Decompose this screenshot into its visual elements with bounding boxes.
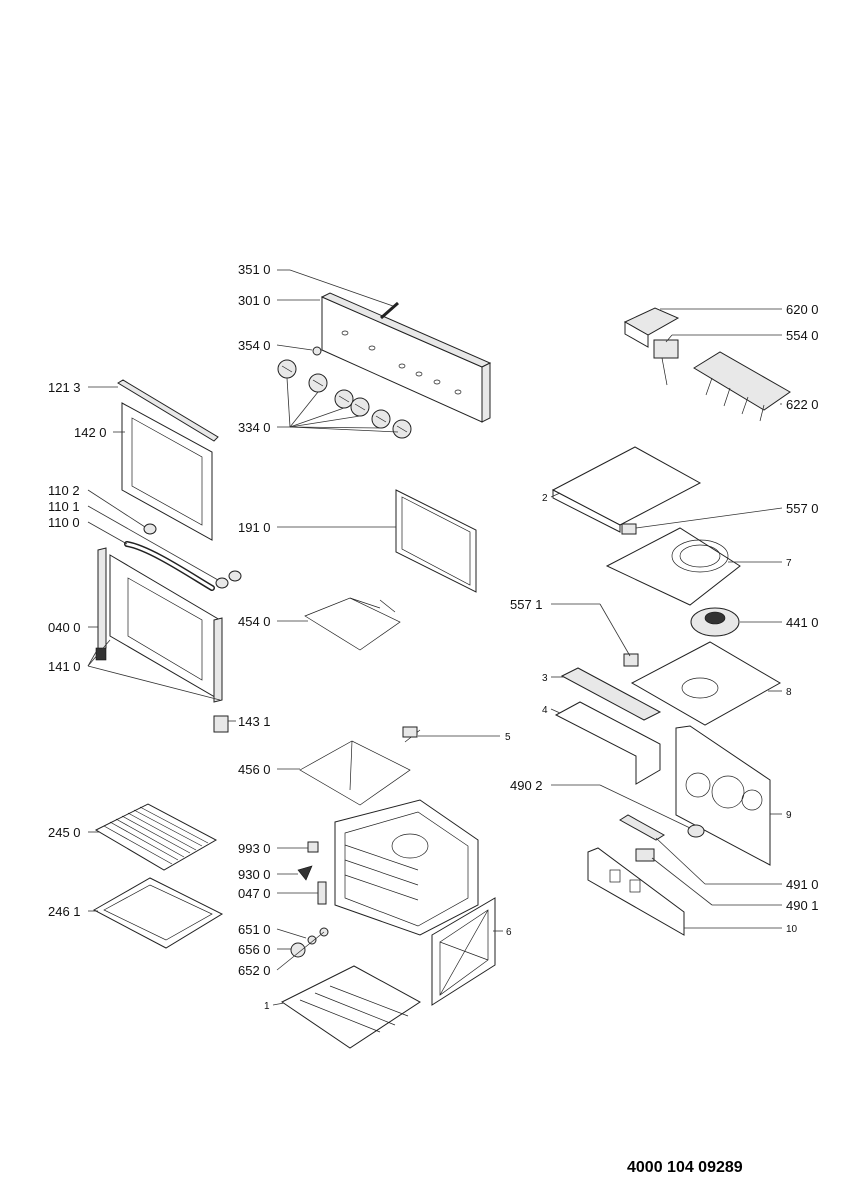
callout-454: 454 0 [238, 614, 271, 629]
callout-490-2: 490 2 [510, 778, 543, 793]
callout-656: 656 0 [238, 942, 271, 957]
callout-930: 930 0 [238, 867, 271, 882]
wire-rack [94, 803, 218, 871]
outer-door [109, 554, 221, 701]
side-panel-6 [431, 897, 496, 1006]
back-panel-8 [630, 641, 782, 726]
callout-301: 301 0 [238, 293, 271, 308]
switch-block-622 [693, 351, 791, 411]
fan-cover-7 [605, 527, 741, 606]
terminal-491 [619, 814, 665, 841]
baking-tray [92, 877, 224, 949]
door-top-trim [117, 379, 219, 442]
callout-9: 9 [786, 810, 792, 821]
callout-1: 1 [264, 1001, 270, 1012]
rear-panel-9 [675, 725, 771, 866]
callout-4: 4 [542, 705, 548, 716]
upper-heating-element [304, 597, 401, 651]
callout-141: 141 0 [48, 659, 81, 674]
callout-2: 2 [542, 493, 548, 504]
callout-491: 491 0 [786, 877, 819, 892]
callout-191: 191 0 [238, 520, 271, 535]
callout-622: 622 0 [786, 397, 819, 412]
callout-351: 351 0 [238, 262, 271, 277]
callout-554: 554 0 [786, 328, 819, 343]
hinge-washer [143, 523, 157, 535]
shaft-351 [380, 301, 399, 320]
callout-110-0: 110 0 [48, 515, 80, 530]
callout-245: 245 0 [48, 825, 81, 840]
callout-121: 121 3 [48, 380, 81, 395]
callout-441: 441 0 [786, 615, 819, 630]
lamp-cover-656 [290, 942, 306, 958]
rail-3 [560, 667, 662, 721]
callout-10: 10 [786, 924, 798, 935]
callout-651: 651 0 [238, 922, 271, 937]
thermostat-557-1 [623, 653, 639, 667]
lamp-993 [307, 841, 319, 853]
callout-6: 6 [506, 927, 512, 938]
callout-047: 047 0 [238, 886, 271, 901]
callout-456: 456 0 [238, 762, 271, 777]
document-number: 4000 104 09289 [627, 1159, 743, 1176]
bracket-047 [317, 881, 327, 905]
cavity-components [281, 489, 496, 1049]
control-panel-group [277, 292, 492, 439]
callout-490-1: 490 1 [786, 898, 819, 913]
oven-cavity [334, 799, 479, 936]
callout-246: 246 1 [48, 904, 81, 919]
clip-930 [297, 865, 313, 881]
door-group [95, 379, 242, 733]
bottom-panel-1 [281, 965, 421, 1049]
callout-5: 5 [505, 732, 511, 743]
callout-040: 040 0 [48, 620, 81, 635]
knob-small-354 [312, 346, 322, 356]
callout-110-2: 110 2 [48, 483, 80, 498]
bracket-4 [554, 701, 661, 785]
lower-heating-element [299, 740, 411, 806]
knob-490-2 [687, 824, 705, 838]
callout-labels: 351 0 301 0 354 0 334 0 121 3 142 0 110 … [48, 262, 819, 1012]
door-gasket [395, 489, 477, 593]
thermostat-557 [621, 523, 637, 535]
door-hinge [213, 715, 229, 733]
callout-620: 620 0 [786, 302, 819, 317]
right-components [551, 307, 791, 936]
callout-993: 993 0 [238, 841, 271, 856]
callout-652: 652 0 [238, 963, 271, 978]
callout-334: 334 0 [238, 420, 271, 435]
callout-7: 7 [786, 558, 792, 569]
switch-554 [653, 339, 679, 359]
cover-plate-2 [551, 446, 702, 526]
callout-354: 354 0 [238, 338, 271, 353]
rack-and-tray [92, 803, 224, 949]
callout-110-1: 110 1 [48, 499, 80, 514]
switch-490-1 [635, 848, 655, 862]
callout-3: 3 [542, 673, 548, 684]
leader-lines [87, 269, 783, 1006]
callout-8: 8 [786, 687, 792, 698]
callout-557-1: 557 1 [510, 597, 543, 612]
callout-557-0: 557 0 [786, 501, 819, 516]
inner-glass [121, 402, 213, 541]
door-side-rail [97, 547, 107, 653]
callout-143: 143 1 [238, 714, 271, 729]
callout-142: 142 0 [74, 425, 107, 440]
